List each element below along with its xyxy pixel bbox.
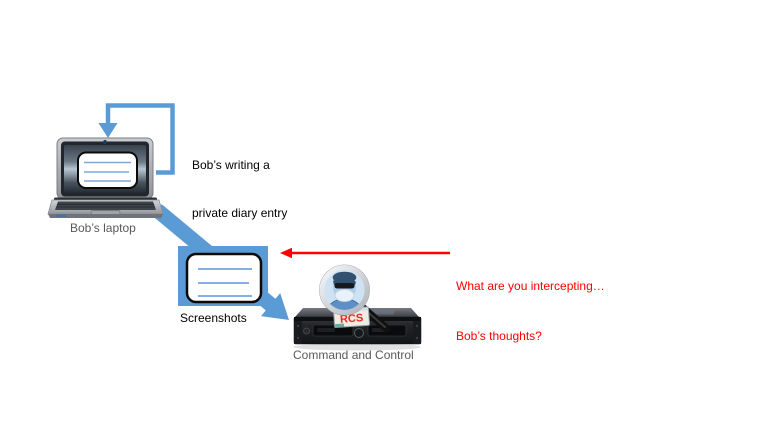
- intercept-arrow-icon: [280, 247, 450, 259]
- laptop-label: Bob’s laptop: [70, 221, 136, 235]
- screenshot-node: [178, 246, 268, 306]
- diary-annotation: Bob’s writing a private diary entry: [192, 125, 287, 253]
- diary-doc-lines-icon: [84, 161, 131, 182]
- loop-arrow-icon: [98, 103, 175, 175]
- screenshot-doc-lines-icon: [198, 268, 252, 297]
- intercept-annotation-line1: What are you intercepting…: [456, 279, 605, 293]
- intercept-annotation: What are you intercepting… Bob’s thought…: [456, 245, 605, 377]
- laptop-image: [47, 137, 164, 218]
- spy-magnifier-icon: RCS: [319, 264, 391, 333]
- diary-annotation-line1: Bob’s writing a: [192, 158, 270, 172]
- server-image: [293, 308, 422, 351]
- intercept-annotation-line2: Bob’s thoughts?: [456, 328, 542, 343]
- spy-face-icon: [324, 270, 365, 310]
- command-and-control-label: Command and Control: [293, 348, 414, 362]
- screenshots-label: Screenshots: [180, 311, 247, 325]
- diary-annotation-line2: private diary entry: [192, 206, 288, 220]
- rcs-badge-text: RCS: [340, 312, 364, 326]
